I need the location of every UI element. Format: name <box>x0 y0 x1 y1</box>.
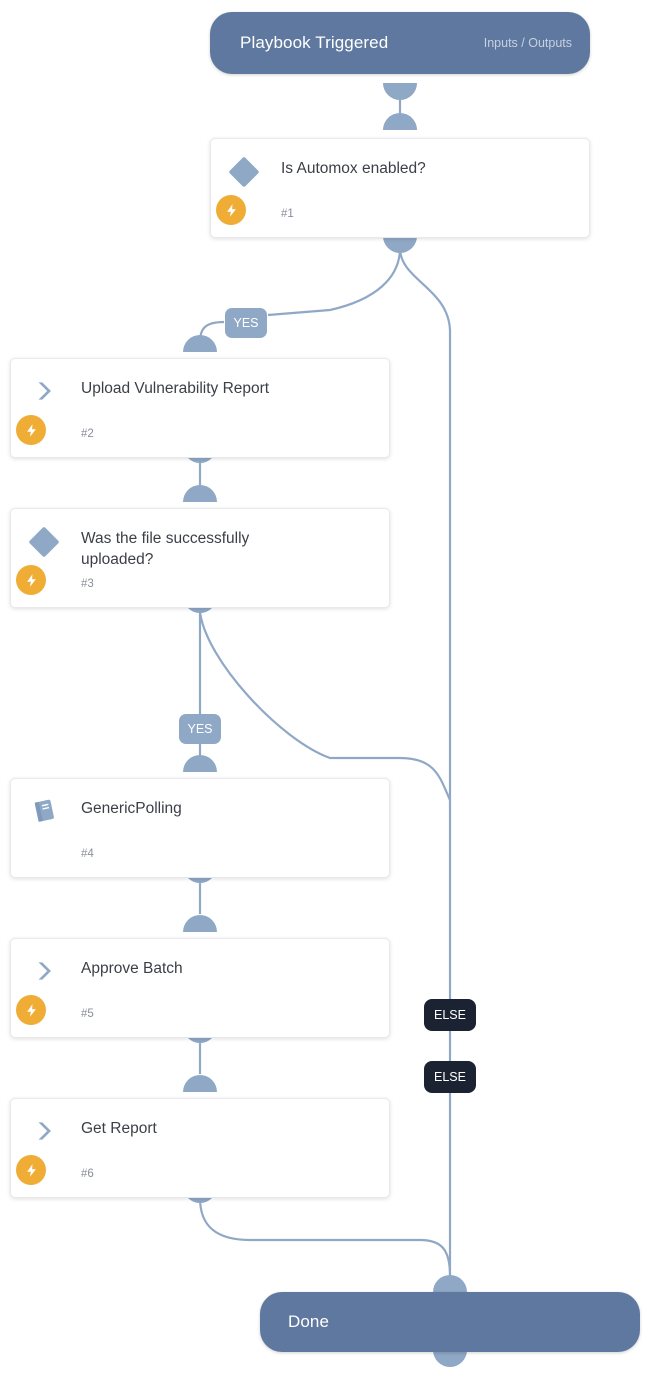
node-3-title: Was the file successfully uploaded? <box>81 530 250 568</box>
node-6-bolt-icon <box>16 1155 46 1185</box>
node-1-card[interactable]: Is Automox enabled? #1 <box>210 138 590 238</box>
branch-label-yes-node-1[interactable]: YES <box>225 308 267 338</box>
chevron-right-icon <box>38 1122 51 1140</box>
branch-label-yes-node-3[interactable]: YES <box>179 714 221 744</box>
node-done[interactable]: Done <box>260 1292 640 1352</box>
port-out-1 <box>383 236 417 253</box>
edge-1-else <box>398 247 452 1276</box>
diamond-icon <box>228 156 260 188</box>
node-5-number: #5 <box>81 1008 94 1020</box>
arrow-to-5 <box>192 918 208 930</box>
arrow-to-6 <box>192 1078 208 1090</box>
node-6-number: #6 <box>81 1168 94 1180</box>
arrow-to-1 <box>392 116 408 128</box>
edge-3-else <box>198 611 452 801</box>
node-playbook-triggered[interactable]: Playbook Triggered Inputs / Outputs <box>210 12 590 74</box>
node-3-bolt-icon <box>16 565 46 595</box>
node-5-card[interactable]: Approve Batch #5 <box>10 938 390 1038</box>
node-2-card[interactable]: Upload Vulnerability Report #2 <box>10 358 390 458</box>
node-5-title: Approve Batch <box>81 960 183 977</box>
node-4-title: GenericPolling <box>81 800 182 817</box>
book-icon <box>34 799 54 822</box>
arrowheads <box>192 116 458 1290</box>
start-node-title: Playbook Triggered <box>240 33 389 52</box>
node-4-number: #4 <box>81 848 94 860</box>
node-1-title: Is Automox enabled? <box>281 160 426 177</box>
arrow-to-4 <box>192 758 208 770</box>
node-4-card[interactable]: GenericPolling #4 <box>10 778 390 878</box>
start-node-inputs-outputs-link[interactable]: Inputs / Outputs <box>483 36 572 50</box>
node-2-title: Upload Vulnerability Report <box>81 380 270 397</box>
chevron-right-icon <box>38 382 51 400</box>
port-out-start <box>383 83 417 100</box>
edge-6-to-done <box>198 1197 452 1277</box>
node-3-number: #3 <box>81 578 94 590</box>
node-6-title: Get Report <box>81 1120 157 1137</box>
branch-label-else-node-1[interactable]: ELSE <box>424 999 476 1031</box>
diamond-icon <box>28 526 60 558</box>
branch-label-else-node-3[interactable]: ELSE <box>424 1061 476 1093</box>
node-3-card[interactable]: Was the file successfully uploaded? #3 <box>10 508 390 608</box>
node-2-number: #2 <box>81 428 94 440</box>
node-6-card[interactable]: Get Report #6 <box>10 1098 390 1198</box>
node-2-bolt-icon <box>16 415 46 445</box>
arrow-to-2 <box>192 338 208 350</box>
done-node-title: Done <box>288 1312 330 1331</box>
node-5-bolt-icon <box>16 995 46 1025</box>
node-1-number: #1 <box>281 208 294 220</box>
arrow-to-3 <box>192 488 208 500</box>
arrow-to-done <box>442 1278 458 1290</box>
chevron-right-icon <box>38 962 51 980</box>
node-1-bolt-icon <box>216 195 246 225</box>
port-out-done <box>433 1350 467 1367</box>
edge-1-yes-a <box>267 247 402 317</box>
